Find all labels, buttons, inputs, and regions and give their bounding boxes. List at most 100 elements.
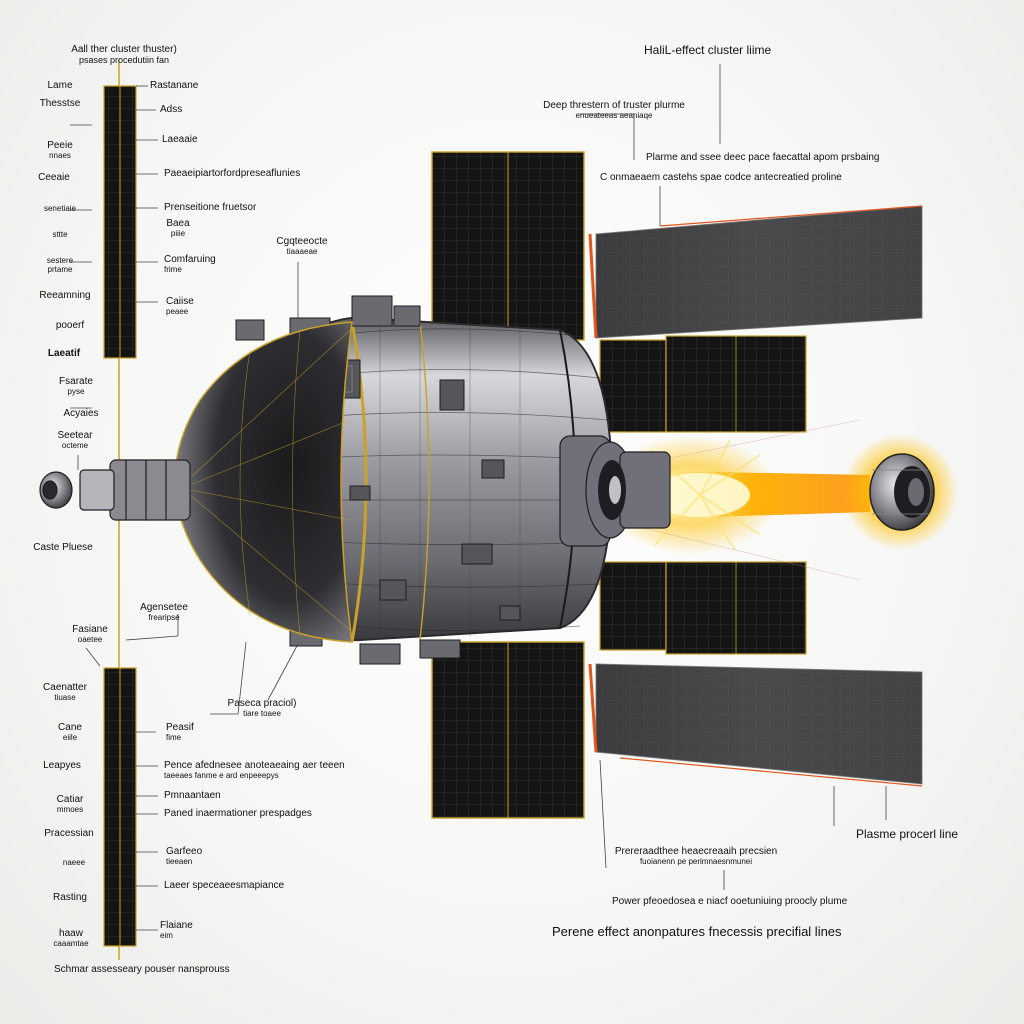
left-label-3-text: Ceeaie (38, 172, 70, 183)
upper-bar-label-6-sub: frime (164, 265, 182, 274)
upper-right-panels (599, 335, 807, 433)
upper-bar-label-4: Prenseitione fruetsor (164, 202, 256, 213)
right-t4-label: C onmaeaem castehs spae codce antecreati… (600, 172, 842, 183)
left-label-7: Reeamning (30, 290, 100, 301)
bottom-r2-label: Power pfeoedosea e niacf ooetuniuing pro… (612, 896, 847, 907)
left-label-12-sub: octeme (61, 441, 89, 450)
upper-gray-array (588, 205, 923, 339)
upper-bar-label-7-text: Caiise (166, 296, 194, 307)
lower-bar-label-1-text: Pence afednesee anoteaeaing aer teeen (164, 760, 345, 771)
lower-bar-label-3: Paned inaermationer prespadges (164, 808, 312, 819)
left-lower-label-3-sub: mmoes (56, 805, 84, 814)
upper-bar-label-3: Paeaeipiartorfordpreseaflunies (164, 168, 300, 179)
center-low-label-sub: tiare toaee (243, 709, 281, 718)
upper-bar-label-0: Rastanane (150, 80, 198, 91)
lower-left-solar-panel (431, 641, 585, 819)
left-lower-label-5: naeee (44, 858, 104, 867)
lower-bar-label-5: Laeer speceaeesmapiance (164, 880, 284, 891)
left-label-6-text: sestere (46, 256, 74, 265)
lower-gray-array (588, 663, 923, 787)
left-label-10-text: Fsarate (59, 376, 93, 387)
upper-bar-label-5-sub: piiie (170, 229, 186, 238)
lower-bar-label-3-text: Paned inaermationer prespadges (164, 808, 312, 819)
left-label-1: Thesstse (30, 98, 90, 109)
right-t3-label: Plarme and ssee deec pace faecattal apom… (646, 152, 879, 163)
left-lower-a-text: Fasiane (72, 624, 108, 635)
lower-bar-label-6-text: Flaiane (160, 920, 193, 931)
upper-bar-label-6-text: Comfaruing (164, 254, 216, 265)
left-lower-label-4-text: Pracessian (44, 828, 94, 839)
bottom-r1-label-text: Prereraadthee heaecreaaih precsien (614, 846, 778, 857)
center-low-label: Paseca praciol)tiare toaee (212, 698, 312, 718)
left-label-2-sub: nnaes (49, 151, 71, 160)
upper-bar-label-4-text: Prenseitione fruetsor (164, 202, 257, 213)
left-lower-label-7-sub: caaamtae (53, 939, 89, 948)
lower-bar-label-0-sub: fime (166, 733, 182, 742)
left-lower-label-6: Rasting (40, 892, 100, 903)
top-left-title-line2: psases procedutiin fan (78, 55, 170, 65)
strip-leader-lines (70, 85, 158, 931)
left-label-0: Lame (30, 80, 90, 91)
lower-right-panels (599, 561, 807, 655)
center-leader-lines (125, 64, 887, 890)
left-lower-label-0-text: Caenatter (43, 682, 87, 693)
lower-bar-label-0-text: Peasif (166, 722, 194, 733)
center-low-label-text: Paseca praciol) (227, 698, 297, 709)
left-lower-label-7-text: haaw (59, 928, 83, 939)
left-lower-label-5-text: naeee (62, 858, 86, 867)
upper-left-solar-panel (431, 151, 585, 341)
left-label-4-text: senetiaie (43, 204, 77, 213)
lower-bar-label-1-sub: taeeaes fanme e ard enpeeepys (164, 771, 279, 780)
top-left-title-line1: Aall ther cluster thuster) (71, 44, 177, 55)
left-label-8: pooerf (40, 320, 100, 331)
lower-panel-strip (103, 667, 137, 947)
right-top-label: HaliL-effect cluster liime (644, 44, 771, 57)
left-lower-label-0-sub: tiuase (54, 693, 76, 702)
left-label-1-text: Thesstse (39, 98, 81, 109)
remote-engine-module (842, 434, 958, 550)
left-lower-a-sub: oaetee (77, 635, 103, 644)
upper-bar-label-3-text: Paeaeipiartorfordpreseaflunies (164, 168, 301, 179)
left-label-5: sttte (30, 230, 90, 239)
lower-bar-label-5-text: Laeer speceaeesmapiance (164, 880, 285, 891)
upper-bar-label-2-text: Laeaaie (162, 134, 198, 145)
left-label-6-sub: prtame (47, 265, 73, 274)
left-label-11: Acyaies (46, 408, 116, 419)
lower-bar-label-6-sub: eim (160, 931, 173, 940)
left-label-4: senetiaie (30, 204, 90, 213)
spacecraft-hull (39, 295, 671, 665)
upper-panel-strip (103, 85, 137, 359)
center-top-label-text: Cgqteeocte (276, 236, 328, 247)
left-lower-label-2: Leapyes (32, 760, 92, 771)
left-label-3: Ceeaie (24, 172, 84, 183)
right-low-label: Plasme procerl line (856, 828, 958, 841)
upper-bar-label-0-text: Rastanane (150, 80, 199, 91)
top-left-title: Aall ther cluster thuster) psases proced… (44, 44, 204, 66)
bottom-left-caption-text: Schmar assesseary pouser nansprouss (54, 964, 230, 975)
right-t2-label-text: Deep threstern of truster plurme (543, 100, 685, 111)
left-label-10-sub: pyse (67, 387, 85, 396)
left-lower-label-6-text: Rasting (53, 892, 87, 903)
left-lower-label-1-text: Cane (58, 722, 82, 733)
left-lower-label-4: Pracessian (34, 828, 104, 839)
left-label-0-text: Lame (47, 80, 73, 91)
upper-bar-label-5-text: Baea (166, 218, 190, 229)
bottom-left-caption: Schmar assesseary pouser nansprouss (54, 964, 230, 975)
bottom-r1-label-sub: fuoianenn pe perimnaesnmunei (639, 857, 753, 866)
left-label-8-text: pooerf (55, 320, 85, 331)
left-label-12-text: Seetear (57, 430, 93, 441)
